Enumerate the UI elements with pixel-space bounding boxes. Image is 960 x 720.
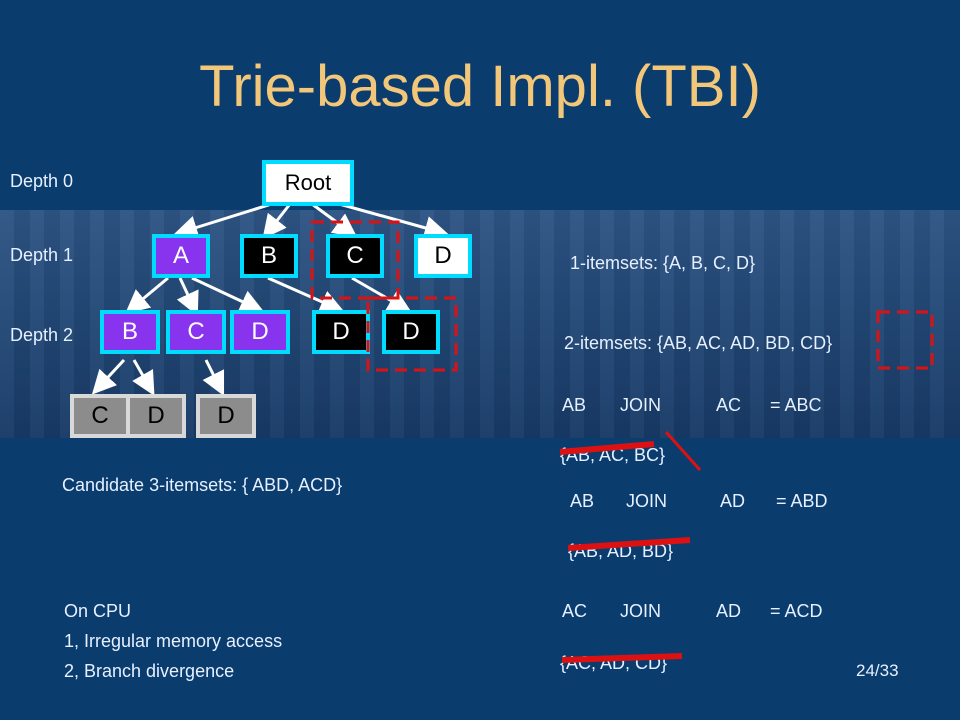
join-1-left: AB [562, 395, 587, 415]
trie-node-b: B [240, 234, 298, 278]
strike-ac-ad [561, 653, 683, 663]
edge-b-d2 [132, 359, 155, 396]
trie-node-d: D [414, 234, 472, 278]
join-3-op: JOIN [620, 601, 662, 621]
trie-node-bd: D [312, 310, 370, 354]
edge-root-d [331, 200, 449, 240]
cpu-note-2: 2, Branch divergence [64, 661, 235, 681]
edge-a-c [176, 277, 199, 317]
join-3-result: = ACD [770, 601, 823, 621]
cpu-notes-heading: On CPU [64, 601, 132, 621]
two-itemsets-text: 2-itemsets: {AB, AC, AD, BD, CD} [564, 333, 833, 353]
strike-bc [664, 430, 702, 472]
trie-node-ad: D [230, 310, 290, 354]
trie-node-acd: D [196, 394, 256, 438]
one-itemsets-text: 1-itemsets: {A, B, C, D} [570, 253, 756, 273]
trie-node-c: C [326, 234, 384, 278]
dashed-box-cd [366, 296, 458, 372]
dashed-box-cd-itemset [876, 310, 934, 370]
depth-1-label: Depth 1 [10, 245, 74, 265]
join-2-left: AB [570, 491, 595, 511]
edge-b-c [91, 358, 126, 395]
edge-c-d [351, 276, 412, 313]
join-2-result: = ABD [776, 491, 828, 511]
join-2-right: AD [720, 491, 746, 511]
page-number: 24/33 [856, 661, 899, 680]
edge-b-d [267, 276, 345, 313]
join-row-2: AB JOIN AD = ABD [570, 490, 870, 512]
edge-root-a [173, 200, 279, 239]
join-1-op: JOIN [620, 395, 662, 415]
join-row-1: AB JOIN AC = ABC [562, 394, 862, 416]
join-1-result: = ABC [770, 395, 822, 415]
join-3-left: AC [562, 601, 588, 621]
trie-node-cd: D [382, 310, 440, 354]
trie-node-ac: C [166, 310, 226, 354]
join-row-3: AC JOIN AD = ACD [562, 600, 862, 622]
slide-title: Trie-based Impl. (TBI) [199, 54, 761, 119]
join-2-op: JOIN [626, 491, 668, 511]
depth-2-label: Depth 2 [10, 325, 74, 345]
edge-root-c [311, 202, 358, 238]
trie-node-abd: D [126, 394, 186, 438]
join-3-right: AD [716, 601, 742, 621]
candidate-itemsets-text: Candidate 3-itemsets: { ABD, ACD} [62, 475, 343, 495]
strike-ab-ac [559, 441, 655, 455]
trie-node-a: A [152, 234, 210, 278]
edge-d-d [202, 359, 225, 397]
dashed-box-c [310, 220, 400, 300]
trie-node-ab: B [100, 310, 160, 354]
edge-a-d [191, 276, 265, 313]
edge-a-b [125, 276, 169, 314]
trie-root-node: Root [262, 160, 354, 206]
join-1-right: AC [716, 395, 742, 415]
depth-0-label: Depth 0 [10, 171, 74, 191]
edge-root-b [262, 203, 292, 240]
trie-node-abc: C [70, 394, 130, 438]
strike-ab-ad-bd [567, 537, 691, 551]
cpu-note-1: 1, Irregular memory access [64, 631, 283, 651]
